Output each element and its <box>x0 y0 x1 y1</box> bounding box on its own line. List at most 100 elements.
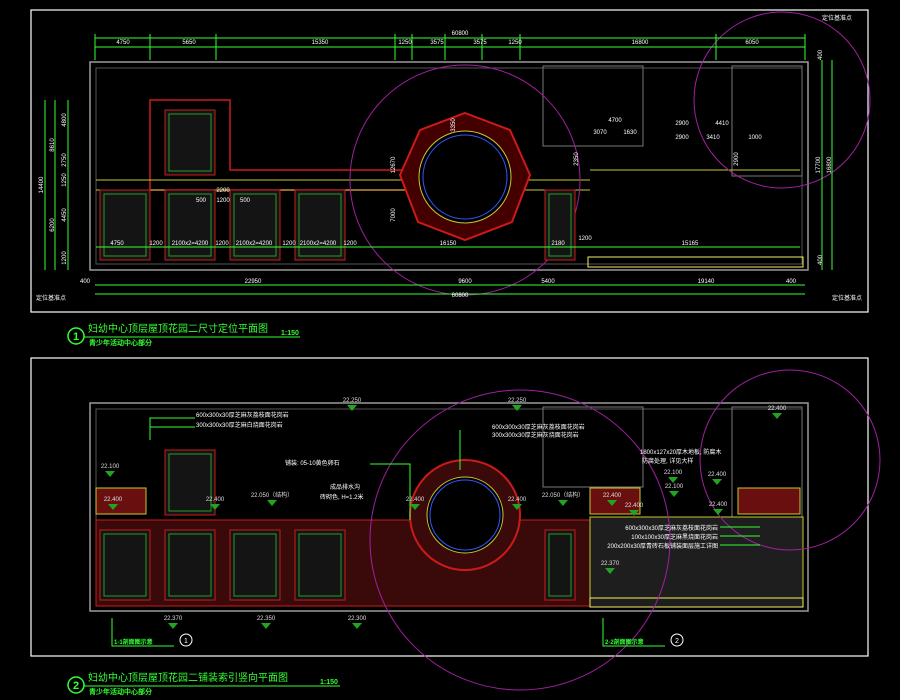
dimension-label: 4410 <box>715 121 729 127</box>
elevation-label: 22.050（结构） <box>251 491 293 499</box>
dimension-label: 400 <box>80 279 91 285</box>
section-number: 2 <box>675 638 679 645</box>
elevation-marker-icon <box>713 509 723 515</box>
section-number: 1 <box>184 638 188 645</box>
raised-planter <box>95 487 147 515</box>
planter-lawn <box>103 533 147 597</box>
dimension-label: 22950 <box>245 279 262 285</box>
planter-bed <box>229 189 281 261</box>
dimension-label: 5400 <box>541 279 555 285</box>
planter-lawn <box>548 533 572 597</box>
dimension-label: 2900 <box>675 121 689 127</box>
dimension-label: 4700 <box>608 118 622 124</box>
dimension-label: 16800 <box>632 40 649 46</box>
elevation-marker-icon <box>558 500 568 506</box>
planter-bed <box>229 529 281 601</box>
planter-lawn <box>168 193 212 257</box>
elevation-marker-icon <box>605 568 615 574</box>
section-cut-line <box>111 618 174 647</box>
elevation-marker-icon <box>261 623 271 629</box>
planter-lawn <box>103 193 147 257</box>
elevation-label: 22.400 <box>625 503 644 509</box>
leader-line <box>370 463 411 520</box>
dimension-label: 1250 <box>508 40 522 46</box>
plan1-title: 妇幼中心顶层屋顶花园二尺寸定位平面图 <box>88 322 268 335</box>
planter-bed <box>99 529 151 601</box>
dimension-label: 14400 <box>39 176 45 193</box>
dimension-label: 2100x2=4200 <box>300 241 337 247</box>
elevation-marker-icon <box>512 504 522 510</box>
elevation-marker-icon <box>607 500 617 506</box>
plan2-scale: 1:150 <box>320 679 338 686</box>
elevation-label: 22.100 <box>101 464 120 470</box>
material-note: 300x300x30厚芝麻白烧面花岗岩 <box>196 421 283 429</box>
dimension-label: 1200 <box>215 241 229 247</box>
elevation-label: 22.400 <box>206 497 225 503</box>
dimension-label: 9600 <box>458 279 472 285</box>
planter-lawn <box>298 193 342 257</box>
dimension-label: 4450 <box>62 208 68 222</box>
material-note: 成品排水沟 <box>330 483 360 491</box>
section-cut-line <box>602 618 665 647</box>
dimension-label: 1200 <box>62 251 68 265</box>
dimension-label: 400 <box>786 279 797 285</box>
dimension-label: 5650 <box>182 40 196 46</box>
stair-room-right <box>731 65 803 177</box>
elevation-label: 22.250 <box>508 398 527 404</box>
elevation-marker-icon <box>352 623 362 629</box>
plan1-frame <box>30 9 869 313</box>
dimension-label: 1200 <box>216 198 230 204</box>
elevation-label: 22.400 <box>104 497 123 503</box>
dimension-label: 2350 <box>574 152 580 166</box>
dimension-label: 1250 <box>62 173 68 187</box>
dimension-label: 19140 <box>698 279 715 285</box>
dimension-label: 2100x2=4200 <box>236 241 273 247</box>
dimension-label: 2900 <box>675 135 689 141</box>
planter-bed <box>164 189 216 261</box>
dimension-label: 15350 <box>312 40 329 46</box>
elevation-label: 22.400 <box>406 497 425 503</box>
dimension-label: 17700 <box>816 156 822 173</box>
plan-number-circle <box>67 327 85 345</box>
planter-lawn <box>233 193 277 257</box>
dimension-label: 60800 <box>452 31 469 37</box>
tree-canopy-circle <box>349 64 581 296</box>
elevation-marker-icon <box>669 491 679 497</box>
plan2-frame <box>30 357 869 657</box>
dimension-label: 1630 <box>623 130 637 136</box>
leader-line <box>149 426 195 440</box>
elevation-marker-icon <box>267 500 277 506</box>
plan1-title-block: 1 妇幼中心顶层屋顶花园二尺寸定位平面图 1:150 青少年活动中心部分 <box>67 322 300 347</box>
planter-lawn <box>233 533 277 597</box>
dimension-label: 2200 <box>216 188 230 194</box>
material-note: 600x300x30厚芝麻灰荔枝面花岗岩 <box>492 423 585 431</box>
bench-strip <box>589 597 804 608</box>
elevation-marker-icon <box>410 504 420 510</box>
planter-bed <box>294 189 346 261</box>
dimension-label: 1200 <box>149 241 163 247</box>
building-outline <box>89 402 809 612</box>
elevation-marker-icon <box>210 504 220 510</box>
planter-lawn <box>168 113 212 172</box>
material-note: 600x300x30厚芝麻灰荔枝面花岗岩 <box>196 411 289 419</box>
material-note: 100x100x30厚芝麻黑烧面花岗岩 <box>631 533 718 541</box>
material-note: 砖砌色, H=1.2米 <box>320 493 364 501</box>
dimension-label: 3350 <box>451 118 457 132</box>
material-note: 300x300x30厚芝麻灰烧面花岗岩 <box>492 431 579 439</box>
elevation-label: 22.350 <box>257 616 276 622</box>
dimension-label: 1200 <box>282 241 296 247</box>
dimension-label: 4800 <box>62 113 68 127</box>
reference-point-label: 定位基准点 <box>832 294 862 302</box>
circular-lawn-inner <box>422 134 508 220</box>
elevation-label: 22.400 <box>603 493 622 499</box>
circular-lawn-inner <box>429 479 501 551</box>
elevation-marker-icon <box>168 623 178 629</box>
section-symbol-icon <box>179 633 193 647</box>
planter-lawn <box>548 193 572 257</box>
circular-lawn <box>426 476 504 554</box>
elevation-marker-icon <box>512 405 522 411</box>
plan2-number: 2 <box>73 680 79 692</box>
elevation-label: 22.400 <box>708 472 727 478</box>
